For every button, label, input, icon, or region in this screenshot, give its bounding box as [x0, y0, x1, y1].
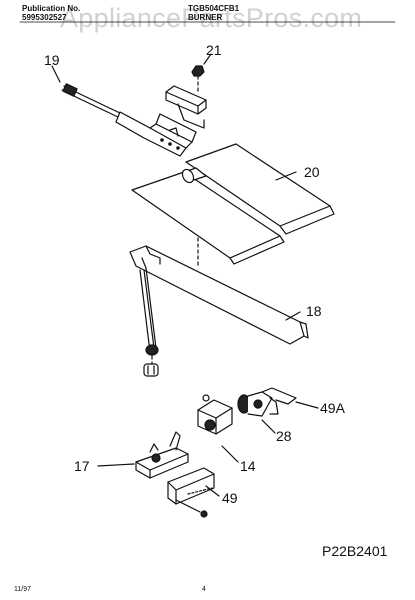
leader-20	[275, 171, 297, 181]
footer-page-number: 4	[202, 586, 206, 593]
callout-21: 21	[206, 42, 222, 58]
bracket-49	[167, 467, 215, 518]
leader-18	[285, 311, 301, 321]
model-number: TGB504CFB1	[188, 4, 240, 13]
callout-14: 14	[240, 458, 256, 474]
leader-28	[261, 419, 276, 434]
leader-19	[51, 65, 61, 83]
publication-label: Publication No.	[22, 4, 81, 13]
fitting-part	[237, 391, 273, 417]
leader-49	[205, 485, 220, 497]
leader-17	[97, 463, 135, 467]
callout-49: 49	[222, 490, 238, 506]
section-title: BURNER	[188, 13, 223, 22]
callout-49a: 49A	[320, 400, 345, 416]
callout-20: 20	[304, 164, 320, 180]
leader-49a	[295, 401, 319, 409]
leader-14	[221, 445, 239, 463]
bracket-part	[165, 65, 207, 129]
watermark: AppliancePartsPros.com	[60, 3, 363, 33]
regulator-valve	[197, 394, 233, 435]
callout-28: 28	[276, 428, 292, 444]
callout-18: 18	[306, 303, 322, 319]
terminal-block	[135, 431, 189, 479]
footer-date: 11/97	[14, 586, 31, 593]
deflector-plates	[131, 143, 335, 269]
leader-21	[203, 53, 212, 65]
callout-17: 17	[74, 458, 90, 474]
diagram-code: P22B2401	[322, 543, 388, 559]
callout-19: 19	[44, 52, 60, 68]
burner-tube	[129, 245, 309, 377]
igniter-part	[61, 83, 197, 157]
bracket-49a	[261, 387, 297, 415]
publication-number: 5995302527	[22, 13, 67, 22]
